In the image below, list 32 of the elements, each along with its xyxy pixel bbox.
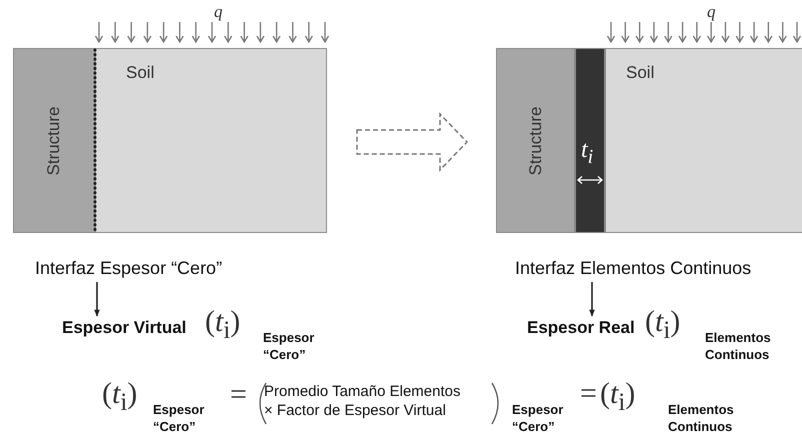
subscript-text: Espesor “Cero” [263, 330, 314, 364]
block-arrow [356, 112, 468, 172]
thickness-label: t$_{i}$ [581, 137, 594, 169]
interface-caption: Interfaz Espesor “Cero” [35, 258, 222, 279]
formula-text: Promedio Tamaño Elementos [264, 383, 460, 400]
equals-sign: = [230, 378, 247, 412]
arrow [589, 282, 595, 317]
block-label: Soil [626, 63, 654, 83]
subscript-text: Espesor “Cero” [153, 402, 204, 436]
load-symbol: q [214, 2, 222, 22]
arrow [94, 282, 100, 317]
load-symbol: q [707, 2, 716, 22]
structure-block [496, 48, 575, 233]
thickness-caption: Espesor Virtual [62, 318, 186, 338]
subscript-text: Espesor “Cero” [512, 402, 564, 436]
block-label: Structure [526, 106, 546, 175]
soil-block [605, 48, 802, 233]
thickness-caption: Espesor Real [527, 318, 635, 338]
subscript-text: Elementos Continuos [668, 402, 734, 436]
soil-block [95, 48, 327, 233]
block-label: Structure [44, 106, 64, 175]
interface-band [575, 48, 605, 233]
subscript-text: Elementos Continuos [705, 330, 771, 364]
structure-block [13, 48, 95, 233]
math-symbol: (t$_{i}$) [645, 305, 680, 345]
math-symbol: (t$_{i}$) [205, 305, 240, 345]
block-label: Soil [126, 63, 154, 83]
interface-caption: Interfaz Elementos Continuos [515, 258, 752, 279]
math-symbol: (t$_{i}$) [600, 377, 636, 417]
equals-sign: = [580, 377, 597, 411]
math-symbol: (t$_{i}$) [102, 377, 138, 417]
formula-text: × Factor de Espesor Virtual [264, 402, 446, 419]
